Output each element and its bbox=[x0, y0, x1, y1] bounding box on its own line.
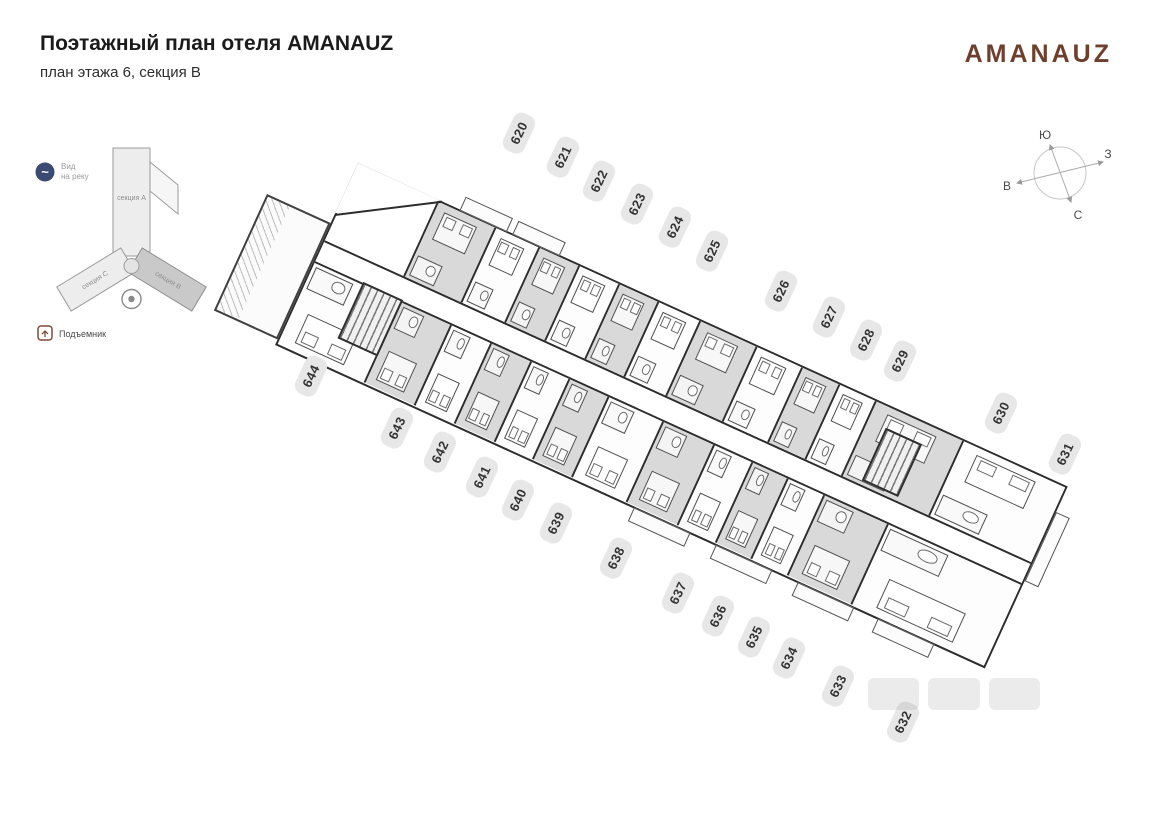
compass-axis-ew bbox=[1016, 160, 1104, 185]
room-badge-621: 621 bbox=[543, 133, 583, 181]
bed-icon bbox=[464, 391, 500, 431]
bathroom bbox=[466, 281, 495, 310]
river-wave-icon bbox=[35, 162, 55, 182]
lift-legend-label: Подъемник bbox=[59, 329, 106, 339]
bathroom bbox=[549, 319, 576, 348]
compass-axis-ns bbox=[1048, 144, 1073, 203]
bathroom bbox=[655, 426, 688, 458]
bathroom bbox=[510, 301, 536, 329]
bathroom bbox=[561, 383, 589, 413]
compass-label-south: Ю bbox=[1039, 128, 1051, 142]
room-badge-634: 634 bbox=[769, 634, 809, 682]
room-badge-624: 624 bbox=[655, 203, 695, 251]
bathroom bbox=[601, 401, 635, 434]
bed-icon bbox=[724, 510, 758, 549]
bathroom bbox=[744, 466, 770, 496]
bed-icon bbox=[610, 293, 645, 331]
room-badge-625: 625 bbox=[692, 227, 732, 275]
bed-icon bbox=[488, 237, 525, 276]
room-badge-636: 636 bbox=[698, 592, 738, 640]
room-badge-626: 626 bbox=[761, 267, 801, 315]
bed-icon bbox=[375, 351, 418, 393]
compass: Ю З В С bbox=[1003, 128, 1112, 222]
room-badge-627: 627 bbox=[809, 293, 849, 341]
room-badge-630: 630 bbox=[981, 389, 1021, 437]
room-badge-642: 642 bbox=[420, 428, 460, 476]
room-badge-622: 622 bbox=[579, 157, 619, 205]
bathroom bbox=[589, 337, 616, 366]
room-badge-637: 637 bbox=[658, 569, 698, 617]
room-badge-620: 620 bbox=[499, 109, 539, 157]
bed-icon bbox=[542, 427, 578, 466]
bed-icon bbox=[694, 331, 739, 374]
bed-icon bbox=[504, 409, 539, 448]
river-view-label-line1: Вид bbox=[61, 162, 76, 171]
room-badge-623: 623 bbox=[617, 180, 657, 228]
bed-icon bbox=[749, 356, 787, 396]
wave-glyph: ~ bbox=[41, 165, 49, 180]
page-subtitle: план этажа 6, секция В bbox=[40, 64, 201, 81]
room-badge-631: 631 bbox=[1045, 430, 1085, 478]
bed-icon bbox=[570, 275, 606, 313]
room-badge-643: 643 bbox=[377, 404, 417, 452]
bed-icon bbox=[801, 545, 851, 591]
bed-icon bbox=[686, 492, 722, 532]
lift-legend: Подъемник bbox=[37, 325, 106, 341]
bed-icon bbox=[830, 394, 864, 430]
room-badge-638: 638 bbox=[596, 534, 636, 582]
brand-logo: AMANAUZ bbox=[964, 40, 1112, 68]
lift-icon-arrow bbox=[41, 330, 49, 337]
room-badge-633: 633 bbox=[818, 662, 858, 710]
bed-icon bbox=[530, 257, 566, 295]
room-badge-629: 629 bbox=[880, 337, 920, 385]
floor-plan bbox=[213, 163, 1070, 669]
compass-label-east: В bbox=[1003, 179, 1011, 193]
bathroom bbox=[443, 329, 471, 359]
bed-icon bbox=[760, 526, 795, 565]
compass-label-west: З bbox=[1104, 147, 1111, 161]
bed-icon bbox=[793, 376, 827, 414]
building-overview-minimap: ~ Вид на реку секция А секция С секция В… bbox=[35, 147, 207, 341]
bathroom bbox=[780, 483, 806, 512]
room-badge-635: 635 bbox=[734, 613, 774, 661]
building-core bbox=[123, 258, 140, 274]
bed-icon bbox=[432, 212, 478, 255]
bed-icon bbox=[638, 470, 680, 513]
room-badge-639: 639 bbox=[536, 499, 576, 547]
bathroom bbox=[727, 400, 756, 430]
lift-icon bbox=[37, 325, 53, 341]
section-a-label: секция А bbox=[117, 195, 146, 202]
section-a-annex bbox=[149, 160, 179, 216]
page-title: Поэтажный план отеля AMANAUZ bbox=[40, 32, 394, 55]
bed-icon bbox=[964, 455, 1036, 509]
bed-icon bbox=[424, 373, 460, 413]
river-view-legend: ~ Вид на реку bbox=[35, 162, 89, 182]
lift-position-dot bbox=[128, 295, 135, 303]
bathroom bbox=[523, 366, 550, 395]
watermark bbox=[868, 678, 1040, 710]
bed-icon bbox=[584, 446, 629, 489]
room-badge-641: 641 bbox=[462, 453, 502, 501]
river-view-label-line2: на реку bbox=[61, 172, 89, 181]
room-badge-628: 628 bbox=[846, 316, 886, 364]
bed-icon bbox=[650, 311, 687, 350]
room-badge-640: 640 bbox=[498, 476, 538, 524]
bathroom bbox=[483, 347, 511, 378]
section-a-wing bbox=[112, 147, 151, 257]
bathroom bbox=[772, 420, 798, 449]
bathroom bbox=[706, 449, 733, 479]
bathroom bbox=[810, 438, 835, 466]
compass-label-north: С bbox=[1074, 208, 1083, 222]
bathroom bbox=[629, 355, 657, 384]
